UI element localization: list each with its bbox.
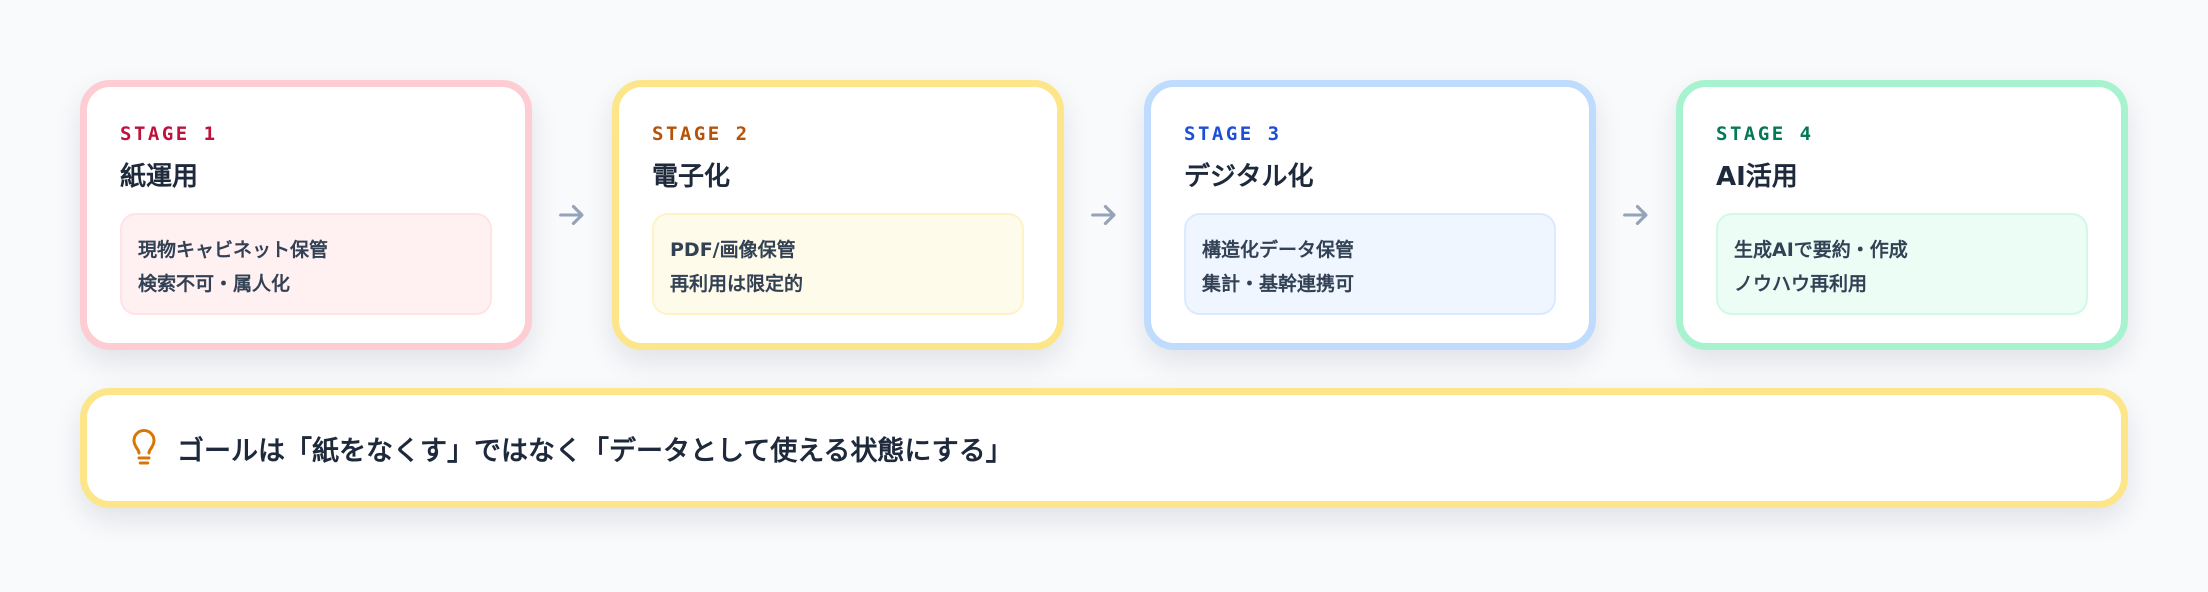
description-line: 検索不可・属人化 (138, 273, 291, 295)
stage-label: STAGE 2 (652, 123, 750, 145)
stage-card-4: STAGE 4 AI活用 生成AIで要約・作成 ノウハウ再利用 (1676, 80, 2128, 350)
stage-title: AI活用 (1716, 162, 1798, 192)
stage-card-3: STAGE 3 デジタル化 構造化データ保管 集計・基幹連携可 (1144, 80, 1596, 350)
arrow-right-icon (1623, 204, 1648, 226)
stage-title: デジタル化 (1184, 162, 1314, 192)
stage-card-2: STAGE 2 電子化 PDF/画像保管 再利用は限定的 (612, 80, 1064, 350)
description-line: PDF/画像保管 (670, 239, 796, 261)
stage-title: 電子化 (652, 162, 731, 192)
stage-flow: STAGE 1 紙運用 現物キャビネット保管 検索不可・属人化 STAGE 2 … (80, 80, 2128, 350)
description-line: 現物キャビネット保管 (138, 239, 329, 261)
stage-description: 構造化データ保管 集計・基幹連携可 (1184, 213, 1556, 315)
stage-description: PDF/画像保管 再利用は限定的 (652, 213, 1024, 315)
description-line: 再利用は限定的 (670, 273, 804, 295)
stage-label: STAGE 3 (1184, 123, 1282, 145)
stage-label: STAGE 4 (1716, 123, 1814, 145)
arrow-connector (532, 80, 612, 350)
arrow-right-icon (559, 204, 584, 226)
description-line: 集計・基幹連携可 (1202, 273, 1355, 295)
lightbulb-icon (129, 428, 161, 468)
stage-description: 生成AIで要約・作成 ノウハウ再利用 (1716, 213, 2088, 315)
goal-text: ゴールは「紙をなくす」ではなく「データとして使える状態にする」 (177, 435, 1013, 467)
goal-banner: ゴールは「紙をなくす」ではなく「データとして使える状態にする」 (80, 388, 2128, 508)
arrow-connector (1596, 80, 1676, 350)
arrow-connector (1064, 80, 1144, 350)
description-line: ノウハウ再利用 (1734, 273, 1868, 295)
stage-title: 紙運用 (120, 162, 199, 192)
stage-label: STAGE 1 (120, 123, 218, 145)
stage-description: 現物キャビネット保管 検索不可・属人化 (120, 213, 492, 315)
stage-card-1: STAGE 1 紙運用 現物キャビネット保管 検索不可・属人化 (80, 80, 532, 350)
arrow-right-icon (1091, 204, 1116, 226)
description-line: 構造化データ保管 (1202, 239, 1355, 261)
description-line: 生成AIで要約・作成 (1734, 239, 1908, 261)
